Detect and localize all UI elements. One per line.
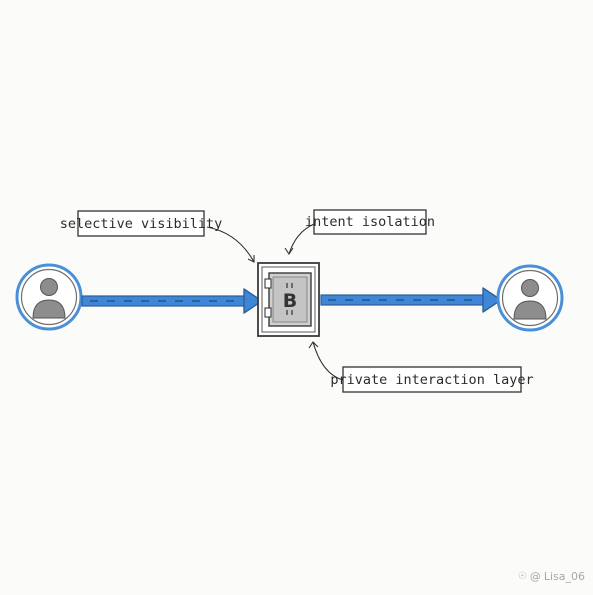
sender-user-avatar (15, 263, 83, 331)
left-flow-arrow (81, 288, 263, 314)
vault-bitcoin-symbol: B (283, 290, 297, 312)
intent-isolation-callout: intent isolation (284, 209, 435, 255)
selective-visibility-callout: selective visibility (60, 210, 255, 263)
right-flow-arrow (320, 287, 502, 313)
intent-isolation-label: intent isolation (305, 214, 435, 230)
receiver-user-avatar (496, 264, 564, 332)
user-icon (513, 279, 547, 320)
private-interaction-layer-label: private interaction layer (330, 372, 533, 388)
watermark: ☉ @ Lisa_06 (518, 570, 585, 583)
watermark-handle: Lisa_06 (543, 570, 585, 583)
selective-visibility-label: selective visibility (60, 216, 223, 232)
intent-isolation-pointer (288, 223, 315, 255)
lightning-icon: ☉ (517, 571, 527, 582)
user-icon (32, 278, 66, 319)
private-interaction-layer-pointer (312, 341, 344, 381)
watermark-at: @ (529, 570, 541, 583)
vault-safe-icon: B (257, 262, 320, 337)
selective-visibility-pointer (206, 226, 255, 263)
private-interaction-layer-callout: private interaction layer (308, 341, 534, 393)
